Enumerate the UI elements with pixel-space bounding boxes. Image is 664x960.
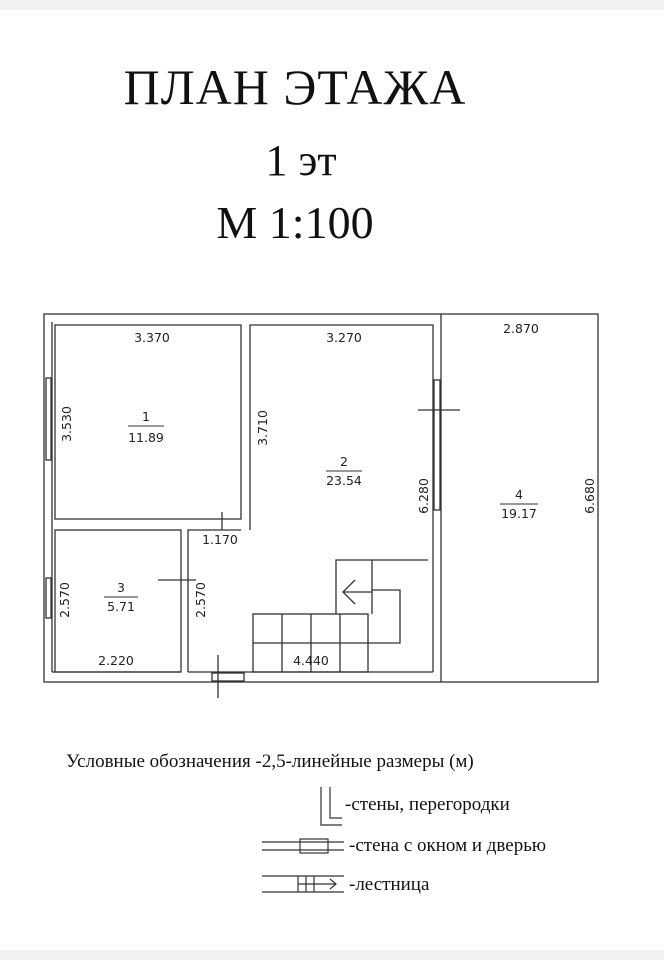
stair-landing — [335, 559, 428, 614]
room-2-outline — [249, 324, 434, 672]
window-room-2 — [433, 379, 441, 511]
room-2-height-right: 6.280 — [416, 478, 431, 514]
room-1-area: 11.89 — [128, 430, 164, 445]
stair-landing — [368, 589, 401, 644]
hall-width: 1.170 — [202, 532, 238, 547]
floor-label: 1 эт — [265, 136, 337, 185]
legend-walls: -стены, перегородки — [345, 794, 510, 815]
room-3-number: 3 — [117, 580, 125, 595]
legend-window-door: -стена с окном и дверью — [349, 835, 547, 856]
drawing-sheet — [0, 10, 664, 950]
room-4-height: 6.680 — [582, 478, 597, 514]
scale-label: М 1:100 — [216, 197, 374, 248]
stairs-symbol — [329, 878, 337, 890]
room-1-number: 1 — [142, 409, 150, 424]
room-3-width: 2.220 — [98, 653, 134, 668]
stair-width: 4.440 — [293, 653, 329, 668]
legend-intro: Условные обозначения -2,5-линейные разме… — [66, 751, 474, 772]
room-2-height-left: 3.710 — [255, 410, 270, 446]
wall-symbol — [320, 787, 342, 826]
plan-title: ПЛАН ЭТАЖА — [123, 59, 467, 115]
window-wall-symbol — [299, 838, 329, 854]
room-3-height-right: 2.570 — [193, 582, 208, 618]
room-4-width: 2.870 — [503, 321, 539, 336]
window-room-3 — [45, 577, 52, 619]
room-3-outline — [54, 529, 182, 673]
outer-wall — [43, 313, 599, 683]
hall-wall — [187, 529, 241, 672]
entrance-door — [211, 672, 245, 682]
window-room-1 — [45, 377, 52, 461]
room-1-height: 3.530 — [59, 406, 74, 442]
legend-stairs: -лестница — [349, 874, 430, 895]
room-2-width: 3.270 — [326, 330, 362, 345]
wall-symbol — [329, 787, 342, 819]
room-4-number: 4 — [515, 487, 523, 502]
room-3-area: 5.71 — [107, 599, 135, 614]
room-4-area: 19.17 — [501, 506, 537, 521]
room-2-area: 23.54 — [326, 473, 362, 488]
room-2-number: 2 — [340, 454, 348, 469]
room-1-outline — [54, 324, 242, 520]
room-3-height-left: 2.570 — [57, 582, 72, 618]
room-1-width: 3.370 — [134, 330, 170, 345]
